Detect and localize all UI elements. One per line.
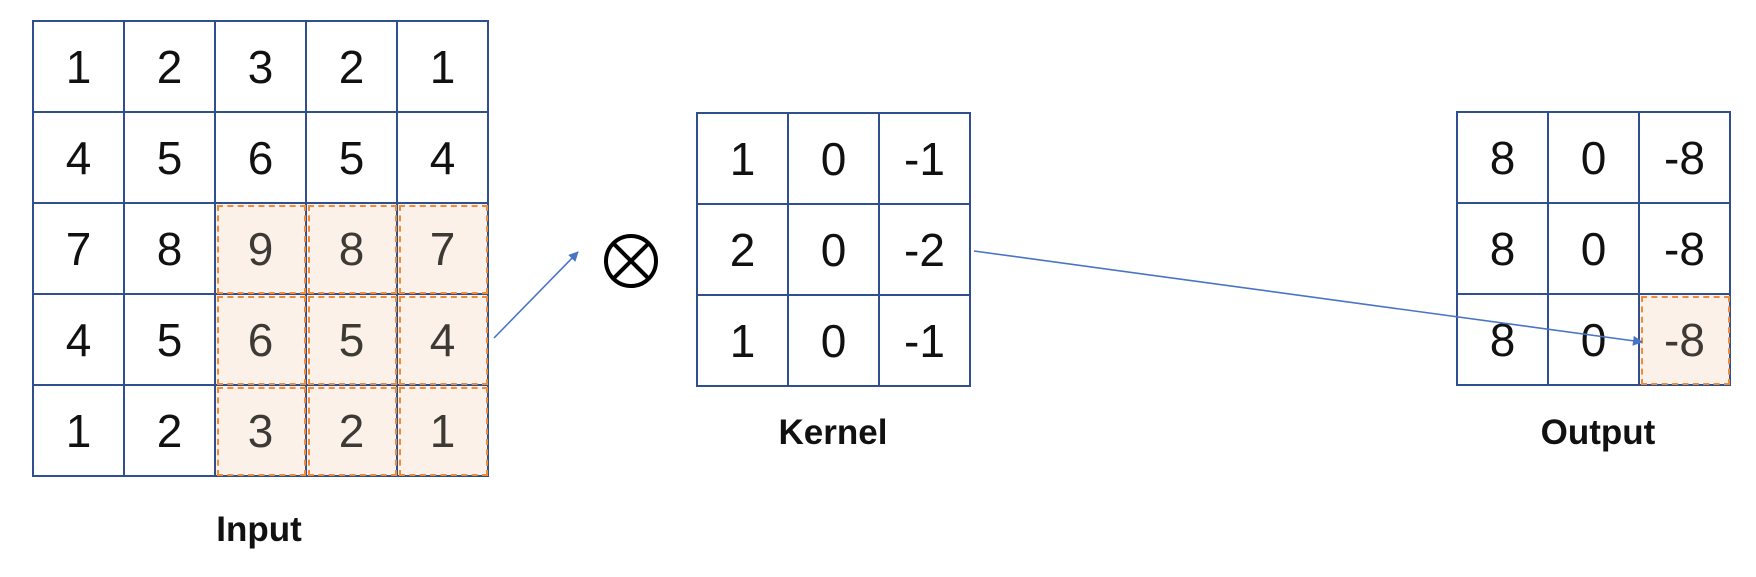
- kernel-cell-r2-c1: 2: [698, 205, 789, 296]
- input-cell-r4-c2: 5: [125, 295, 216, 386]
- kernel-cell-r2-c3: -2: [880, 205, 971, 296]
- output-cell-r1-c1: 8: [1458, 113, 1549, 204]
- input-cell-r3-c5: 7: [398, 204, 489, 295]
- kernel-cell-r1-c3: -1: [880, 114, 971, 205]
- input-to-operator-arrow: [493, 251, 579, 339]
- kernel-cell-r2-c2: 0: [789, 205, 880, 296]
- output-cell-r1-c3: -8: [1640, 113, 1731, 204]
- input-cell-r2-c5: 4: [398, 113, 489, 204]
- input-cell-r2-c4: 5: [307, 113, 398, 204]
- input-cell-r4-c5: 4: [398, 295, 489, 386]
- input-cell-r1-c3: 3: [216, 22, 307, 113]
- output-cell-r3-c2: 0: [1549, 295, 1640, 386]
- kernel-cell-r1-c2: 0: [789, 114, 880, 205]
- kernel-cell-r3-c2: 0: [789, 296, 880, 387]
- input-cell-r5-c1: 1: [34, 386, 125, 477]
- input-cell-r4-c4: 5: [307, 295, 398, 386]
- input-cell-r3-c1: 7: [34, 204, 125, 295]
- input-cell-r5-c3: 3: [216, 386, 307, 477]
- output-label: Output: [1540, 413, 1656, 452]
- output-cell-r3-c3: -8: [1640, 295, 1731, 386]
- output-cell-r2-c2: 0: [1549, 204, 1640, 295]
- kernel-cell-r3-c1: 1: [698, 296, 789, 387]
- kernel-label: Kernel: [778, 413, 888, 452]
- input-cell-r3-c4: 8: [307, 204, 398, 295]
- input-cell-r5-c4: 2: [307, 386, 398, 477]
- input-cell-r1-c5: 1: [398, 22, 489, 113]
- input-cell-r3-c2: 8: [125, 204, 216, 295]
- input-cell-r2-c3: 6: [216, 113, 307, 204]
- input-label: Input: [216, 510, 302, 549]
- input-cell-r1-c2: 2: [125, 22, 216, 113]
- input-cell-r1-c4: 2: [307, 22, 398, 113]
- circled-times-icon: [604, 234, 658, 288]
- input-cell-r2-c1: 4: [34, 113, 125, 204]
- output-cell-r1-c2: 0: [1549, 113, 1640, 204]
- input-cell-r5-c5: 1: [398, 386, 489, 477]
- input-cell-r5-c2: 2: [125, 386, 216, 477]
- kernel-cell-r3-c3: -1: [880, 296, 971, 387]
- input-cell-r2-c2: 5: [125, 113, 216, 204]
- input-cell-r3-c3: 9: [216, 204, 307, 295]
- output-cell-r2-c3: -8: [1640, 204, 1731, 295]
- input-cell-r4-c1: 4: [34, 295, 125, 386]
- output-cell-r2-c1: 8: [1458, 204, 1549, 295]
- input-cell-r4-c3: 6: [216, 295, 307, 386]
- kernel-cell-r1-c1: 1: [698, 114, 789, 205]
- output-cell-r3-c1: 8: [1458, 295, 1549, 386]
- input-cell-r1-c1: 1: [34, 22, 125, 113]
